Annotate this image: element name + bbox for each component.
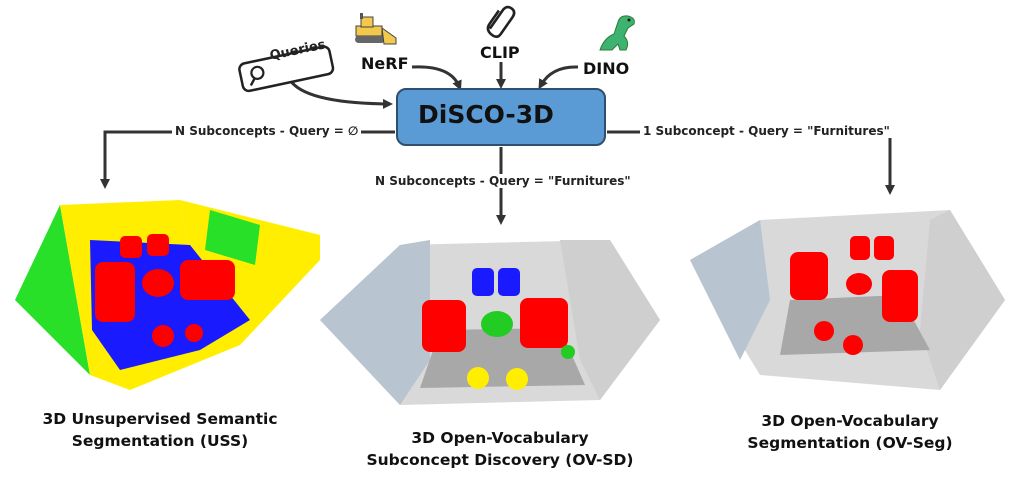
uss-arrow xyxy=(100,130,395,189)
uss-chair-2 xyxy=(147,234,169,256)
ovsd-caption: 3D Open-Vocabulary Subconcept Discovery … xyxy=(340,427,660,471)
uss-caption-line1: 3D Unsupervised Semantic xyxy=(42,410,278,428)
ovseg-caption-line1: 3D Open-Vocabulary xyxy=(761,412,939,430)
ovsd-plant xyxy=(561,345,575,359)
clip-label: CLIP xyxy=(480,43,520,62)
disco-3d-box xyxy=(396,88,606,146)
magnifier-icon xyxy=(238,45,335,93)
dino-arrow xyxy=(538,65,579,90)
ovsd-chair-1 xyxy=(472,268,494,296)
uss-stool-2 xyxy=(185,324,203,342)
ovseg-table xyxy=(846,273,872,295)
uss-chair-1 xyxy=(120,236,142,258)
uss-edge-label: N Subconcepts - Query = ∅ xyxy=(172,124,362,138)
uss-table xyxy=(142,269,174,297)
uss-caption: 3D Unsupervised Semantic Segmentation (U… xyxy=(20,408,300,452)
ovsd-sofa-right xyxy=(520,298,568,348)
uss-sofa-left xyxy=(95,262,135,322)
ovseg-sofa-left xyxy=(790,252,828,300)
ovsd-stool-2 xyxy=(506,368,528,390)
nerf-label: NeRF xyxy=(361,54,409,73)
ovsd-caption-line1: 3D Open-Vocabulary xyxy=(411,429,589,447)
ovsd-sofa-left xyxy=(422,300,466,352)
ovsd-caption-line2: Subconcept Discovery (OV-SD) xyxy=(366,451,634,469)
ovseg-stool-1 xyxy=(814,321,834,341)
ovsd-stool-1 xyxy=(467,367,489,389)
ovsd-table xyxy=(481,311,513,337)
nerf-arrow xyxy=(411,65,462,91)
ovsd-scene xyxy=(320,240,660,405)
ovseg-stool-2 xyxy=(843,335,863,355)
disco-3d-label: DiSCO-3D xyxy=(418,100,554,129)
ovseg-arrow xyxy=(607,130,895,195)
uss-sofa-right xyxy=(180,260,235,300)
dino-label: DINO xyxy=(583,59,630,78)
ovseg-caption: 3D Open-Vocabulary Segmentation (OV-Seg) xyxy=(710,410,990,454)
queries-arrow xyxy=(288,79,393,109)
uss-scene xyxy=(15,200,320,390)
bulldozer-icon xyxy=(355,13,397,45)
ovseg-scene xyxy=(690,210,1005,390)
ovseg-chair-1 xyxy=(850,236,870,260)
ovseg-edge-label: 1 Subconcept - Query = "Furnitures" xyxy=(640,124,893,138)
ovseg-sofa-right xyxy=(882,270,918,322)
dinosaur-icon xyxy=(599,15,635,51)
ovsd-chair-2 xyxy=(498,268,520,296)
uss-caption-line2: Segmentation (USS) xyxy=(71,432,249,450)
paperclip-icon xyxy=(486,5,516,39)
uss-stool-1 xyxy=(152,325,174,347)
ovseg-chair-2 xyxy=(874,236,894,260)
ovsd-edge-label: N Subconcepts - Query = "Furnitures" xyxy=(372,174,634,188)
ovseg-caption-line2: Segmentation (OV-Seg) xyxy=(747,434,953,452)
